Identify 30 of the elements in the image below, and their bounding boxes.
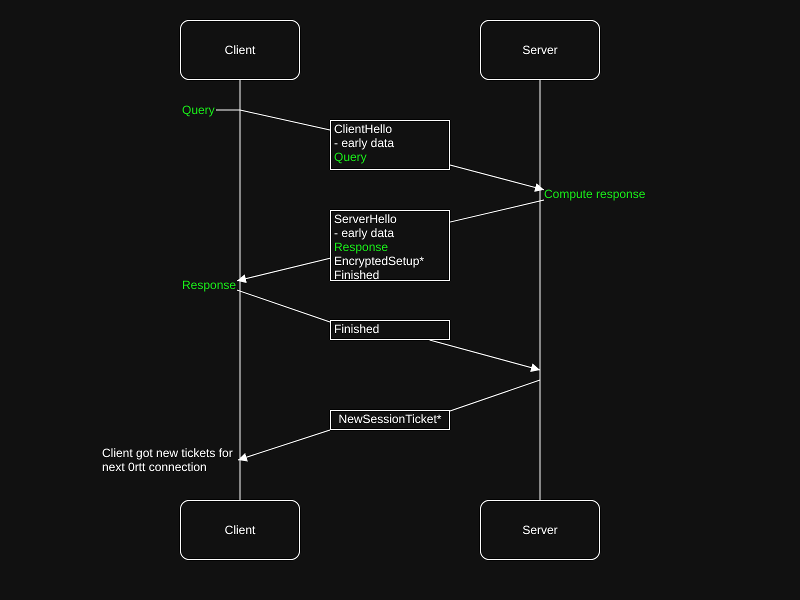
message-text: Finished: [334, 268, 380, 282]
note-text: Client got new tickets for next 0rtt connection: [102, 446, 238, 474]
message-box: [330, 410, 450, 430]
message-line: [450, 380, 540, 412]
message-text: EncryptedSetup*: [334, 254, 426, 268]
message-box: [330, 210, 450, 281]
message-text: NewSessionTicket*: [338, 412, 442, 426]
message-arrow: [429, 340, 540, 372]
message-text: - early data: [334, 226, 396, 240]
message-line: [450, 200, 544, 223]
message-line: [236, 290, 330, 322]
participant-box: Client: [180, 500, 300, 560]
message-box: [330, 120, 450, 170]
participant-box: Server: [480, 20, 600, 80]
message-text: ServerHello: [334, 212, 398, 226]
note-text: Response: [182, 278, 237, 292]
note-text: Compute response: [544, 187, 648, 201]
participant-box: Client: [180, 20, 300, 80]
message-text: - early data: [334, 136, 396, 150]
message-box: [330, 320, 450, 340]
message-arrow: [236, 258, 330, 284]
message-text: Response: [334, 240, 390, 254]
message-line: [216, 110, 330, 130]
message-arrow: [238, 430, 330, 462]
message-arrow: [450, 164, 544, 192]
message-text: ClientHello: [334, 122, 394, 136]
message-text: Finished: [334, 322, 380, 336]
participant-box: Server: [480, 500, 600, 560]
note-text: Query: [182, 103, 216, 117]
message-text: Query: [334, 150, 368, 164]
